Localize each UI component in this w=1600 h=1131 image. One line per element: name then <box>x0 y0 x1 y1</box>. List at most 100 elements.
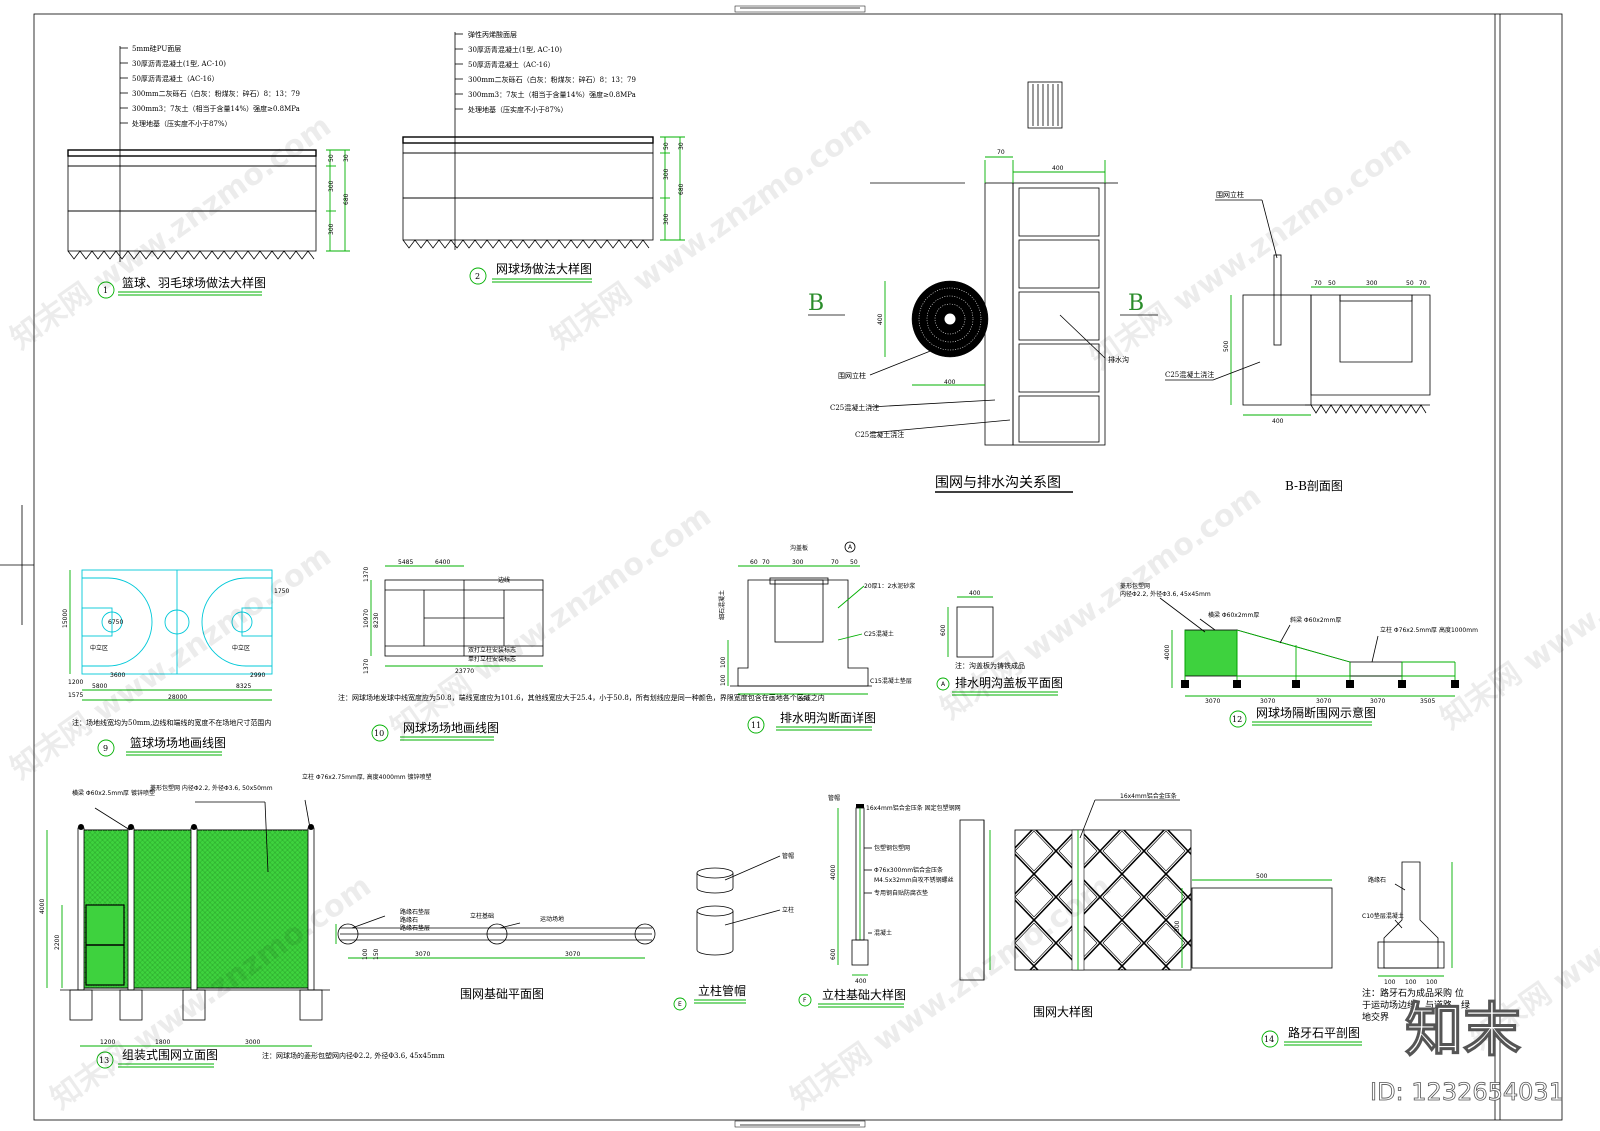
d14-number: 14 <box>1264 1035 1274 1044</box>
d2-dim-4: 300 <box>663 213 670 225</box>
d14-note: 注：路牙石为成品采购 位于运动场边缘，与道路、绿地交界 <box>1362 989 1471 1023</box>
d11-dim-2: 70 <box>762 559 770 566</box>
bb-dim-4: 50 <box>1406 280 1414 287</box>
d9-dim-1: 15000 <box>62 609 69 628</box>
d9-dim-10: 1750 <box>274 588 289 595</box>
d2-title: 网球场做法大样图 <box>496 261 592 276</box>
fb-label-5: 运动场地 <box>540 915 564 923</box>
bb-dim-2: 50 <box>1328 280 1336 287</box>
d11-number: 11 <box>751 721 761 730</box>
fd-section-mark-left: B <box>808 291 824 316</box>
d10-dim-1: 5485 <box>398 559 413 566</box>
d11-dim-5: 50 <box>850 559 858 566</box>
d10-label-sideline: 边线 <box>498 576 510 584</box>
d11-label-cover: 沟盖板 <box>790 544 808 552</box>
d14-number-circle <box>1261 1030 1279 1048</box>
fd-dim-1: 70 <box>997 149 1005 156</box>
d13-label-beam: 横梁 Φ60x2.5mm厚 镀锌喷塑 <box>72 789 155 797</box>
d12-label-mesh: 菱形包塑网 <box>1120 582 1150 590</box>
fd-dim-2: 400 <box>1052 165 1064 172</box>
bb-label-concrete: C25混凝土浇注 <box>1165 370 1214 379</box>
svg-text:知末网 www.znzmo.com: 知末网 www.znzmo.com <box>385 499 718 747</box>
d9-label-2: 中立区 <box>232 644 250 652</box>
fd-section-mark-right: B <box>1128 291 1144 316</box>
d11-dim-4: 70 <box>831 559 839 566</box>
d1-dim-4: 300 <box>328 223 335 235</box>
fb-dim-3: 150 <box>373 948 380 960</box>
d11-dim-7: 100 <box>720 656 727 668</box>
d1-dim-3: 680 <box>343 193 350 205</box>
pc-title: 立柱管帽 <box>698 983 746 998</box>
bb-title: B-B剖面图 <box>1285 479 1343 493</box>
cover-plate-plan <box>956 606 994 658</box>
fd-label-ditch: 排水沟 <box>1108 355 1129 364</box>
pb-ref: F <box>803 997 807 1004</box>
d10-title: 网球场场地画线图 <box>403 721 499 735</box>
d11-label-c15: C15混凝土垫层 <box>870 677 912 685</box>
brand-logo: 知末 <box>1405 996 1521 1064</box>
fm-label: 16x4mm铝合金压条 <box>1120 792 1177 800</box>
d1-title: 篮球、羽毛球场做法大样图 <box>122 275 266 290</box>
post-cap: 管帽 立柱 E 立柱管帽 <box>673 852 794 1011</box>
fb-dim-4: 100 <box>362 948 369 960</box>
d13-dim-3: 1200 <box>100 1039 115 1046</box>
d9-dim-3: 5800 <box>92 683 107 690</box>
d2-layer-3: 50厚沥青混凝土（AC-16） <box>468 60 555 69</box>
d2-dim-5: 30 <box>678 142 685 150</box>
d13-label-mesh: 菱形包塑网 内径Φ2.2, 外径Φ3.6, 50x50mm <box>150 784 273 792</box>
d11-dim-6: 660 <box>798 696 810 703</box>
bb-dim-5: 70 <box>1419 280 1427 287</box>
d10-label-double: 双打立柱安装标志 <box>468 646 516 654</box>
bb-dim-3: 300 <box>1366 280 1378 287</box>
d9-note: 注：场地线宽均为50mm,边线和端线的宽度不在场地尺寸范围内 <box>72 718 271 727</box>
d13-dim-1: 4000 <box>39 899 46 914</box>
d9-number: 9 <box>103 744 108 753</box>
d13-number: 13 <box>99 1056 109 1065</box>
d2-layer-5: 300mm3：7灰土（相当于含量14%）强度≥0.8MPa <box>468 90 636 99</box>
d10-dim-3: 10970 <box>363 609 370 628</box>
pb-title: 立柱基础大样图 <box>822 987 906 1002</box>
d9-dim-9: 1575 <box>68 692 83 699</box>
d9-label-1: 中立区 <box>90 644 108 652</box>
sheet-border <box>33 13 1563 1121</box>
d2-number-circle <box>469 267 487 285</box>
d14-dim-1: 500 <box>1256 873 1268 880</box>
d12-label-post: 立柱 Φ76x2.5mm厚 高度1000mm <box>1380 626 1478 634</box>
fd-label-concrete-1: C25混凝土浇注 <box>830 403 879 412</box>
pb-dim-3: 400 <box>855 978 867 985</box>
d9-dim-5: 3600 <box>110 672 125 679</box>
d10-label-single: 单打立柱安装标志 <box>468 655 516 663</box>
d12-dim-1: 3070 <box>1205 698 1220 705</box>
svg-text:知末网 www.znzmo.com: 知末网 www.znzmo.com <box>545 109 878 357</box>
d12-label-beam: 横梁 Φ60x2mm厚 <box>1208 611 1259 619</box>
pb-label-1: 管帽 <box>828 794 840 802</box>
d2-number: 2 <box>475 272 480 281</box>
d14-note-box: 注：路牙石为成品采购 位于运动场边缘，与道路、绿地交界 <box>1362 989 1471 1023</box>
pb-label-3: 包塑钢包塑网 <box>874 844 910 852</box>
d14-dim-4: 100 <box>1405 979 1417 986</box>
detail-1-leaders <box>120 47 128 124</box>
bb-dim-6: 500 <box>1223 340 1230 352</box>
d13-label-post: 立柱 Φ76x2.75mm厚, 高度4000mm 镀锌喷塑 <box>302 773 432 781</box>
d9-title: 篮球场场地画线图 <box>130 735 226 750</box>
d12-label-mesh-spec: 内径Φ2.2, 外径Φ3.6, 45x45mm <box>1120 590 1211 598</box>
fb-label-1: 路缘石垫层 <box>400 908 430 916</box>
d10-note: 注：网球场地发球中线宽度应为50.8，端线宽度应为101.6，其他线宽应大于25… <box>338 693 825 702</box>
d11-dim-3: 300 <box>792 559 804 566</box>
d1-layer-6: 处理地基（压实度不小于87%） <box>132 119 232 128</box>
fence-ditch-relation: 70 400 400 400 B B 围网立柱 C25混凝土浇注 C25混凝土浇… <box>808 81 1158 493</box>
d12-dim-6: 4000 <box>1164 645 1171 660</box>
d2-dim-2: 300 <box>663 168 670 180</box>
d11-number-circle <box>747 716 765 734</box>
d10-number: 10 <box>374 729 384 738</box>
d9-dim-8: 6750 <box>108 619 123 626</box>
da-title: 排水明沟盖板平面图 <box>955 676 1063 690</box>
d11-label-mortar: 20厚1：2水泥砂浆 <box>864 582 915 590</box>
d1-number: 1 <box>103 286 108 295</box>
fd-label-concrete-2: C25混凝土浇注 <box>855 430 904 439</box>
d12-dim-3: 3070 <box>1316 698 1331 705</box>
d10-dim-4: 8230 <box>373 613 380 628</box>
d9-dim-2: 28000 <box>168 694 187 701</box>
d12-number: 12 <box>1232 715 1242 724</box>
da-dim-1: 400 <box>969 590 981 597</box>
